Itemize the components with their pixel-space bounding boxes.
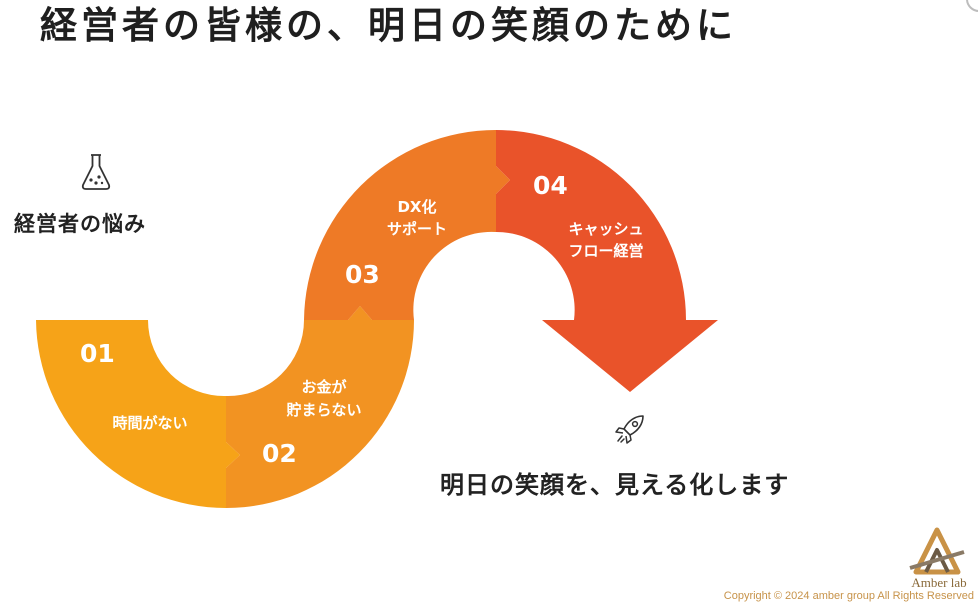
step-04-segment — [496, 130, 718, 392]
step-03-number: 03 — [345, 260, 380, 289]
page-title: 経営者の皆様の、明日の笑顔のために — [40, 4, 737, 47]
step-01-number: 01 — [80, 339, 115, 368]
logo-name: Amber lab — [911, 575, 967, 590]
flask-icon — [81, 154, 111, 190]
step-02-text-line2: 貯まらない — [286, 401, 361, 419]
step-03-text-line1: DX化 — [397, 198, 436, 216]
step-02-segment — [226, 306, 414, 508]
concerns-label: 経営者の悩み — [14, 212, 146, 236]
step-04-text-line2: フロー経営 — [568, 242, 643, 260]
step-02-number: 02 — [262, 439, 297, 468]
step-03-segment — [304, 129, 510, 320]
rocket-icon — [615, 415, 644, 444]
step-02-text-line1: お金が — [301, 378, 347, 396]
amber-lab-logo-icon — [909, 527, 965, 575]
step-04-text-line1: キャッシュ — [568, 220, 643, 238]
step-01-text: 時間がない — [112, 414, 187, 432]
result-statement: 明日の笑顔を、見える化します — [440, 471, 790, 499]
copyright-text: Copyright © 2024 amber group All Rights … — [723, 590, 974, 602]
step-01-segment — [36, 320, 240, 508]
step-03-text-line2: サポート — [387, 220, 447, 238]
step-04-number: 04 — [533, 171, 568, 200]
